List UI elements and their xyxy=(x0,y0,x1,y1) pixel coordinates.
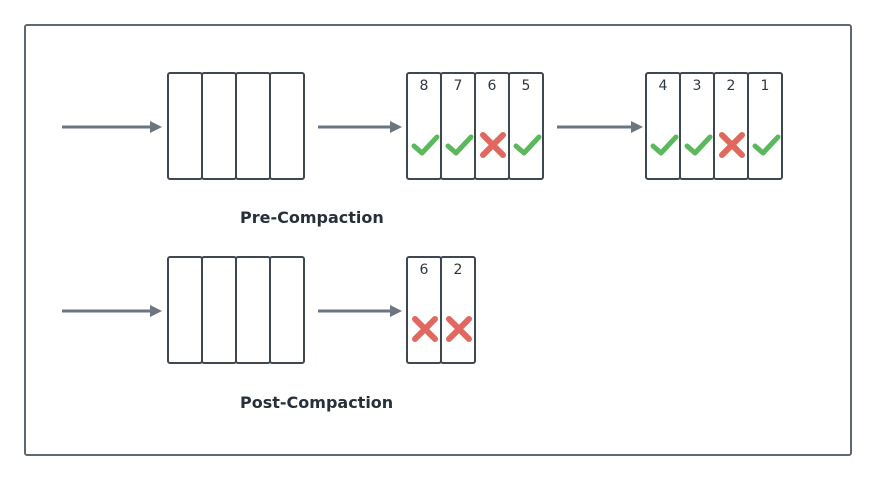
arrow-mid-post xyxy=(318,305,402,317)
check-icon xyxy=(752,134,781,156)
message-number: 3 xyxy=(692,78,702,94)
message-number: 1 xyxy=(760,78,770,94)
cross-icon xyxy=(412,316,438,342)
message-number: 6 xyxy=(487,78,497,94)
caption-pre: Pre-Compaction xyxy=(240,208,384,227)
cross-icon xyxy=(480,132,506,158)
check-icon xyxy=(411,134,440,156)
message-slot: 2 xyxy=(713,72,749,180)
caption-post: Post-Compaction xyxy=(240,393,394,412)
check-icon xyxy=(445,134,474,156)
check-icon xyxy=(684,134,713,156)
message-number: 2 xyxy=(726,78,736,94)
queue-post-slot xyxy=(235,256,271,364)
check-icon xyxy=(513,134,542,156)
cross-icon xyxy=(446,316,472,342)
queue-post-slot xyxy=(269,256,305,364)
queue-pre-slot xyxy=(269,72,305,180)
queue-post xyxy=(167,256,305,364)
group-pre-a: 8 7 6 5 xyxy=(406,72,544,180)
message-slot: 6 xyxy=(474,72,510,180)
arrow-mid-pre xyxy=(318,121,402,133)
arrow-out-pre xyxy=(557,121,643,133)
arrow-in-pre xyxy=(62,121,162,133)
queue-pre-slot xyxy=(201,72,237,180)
message-slot: 3 xyxy=(679,72,715,180)
queue-pre-slot xyxy=(235,72,271,180)
message-number: 7 xyxy=(453,78,463,94)
message-slot: 7 xyxy=(440,72,476,180)
message-number: 2 xyxy=(453,262,463,278)
check-icon xyxy=(650,134,679,156)
arrow-in-post xyxy=(62,305,162,317)
message-slot: 4 xyxy=(645,72,681,180)
message-slot: 2 xyxy=(440,256,476,364)
cross-icon xyxy=(719,132,745,158)
message-slot: 8 xyxy=(406,72,442,180)
diagram-frame xyxy=(24,24,852,456)
message-slot: 1 xyxy=(747,72,783,180)
message-slot: 6 xyxy=(406,256,442,364)
queue-pre-slot xyxy=(167,72,203,180)
message-number: 6 xyxy=(419,262,429,278)
group-pre-b: 4 3 2 1 xyxy=(645,72,783,180)
message-number: 8 xyxy=(419,78,429,94)
queue-pre xyxy=(167,72,305,180)
message-number: 4 xyxy=(658,78,668,94)
message-slot: 5 xyxy=(508,72,544,180)
message-number: 5 xyxy=(521,78,531,94)
queue-post-slot xyxy=(167,256,203,364)
queue-post-slot xyxy=(201,256,237,364)
